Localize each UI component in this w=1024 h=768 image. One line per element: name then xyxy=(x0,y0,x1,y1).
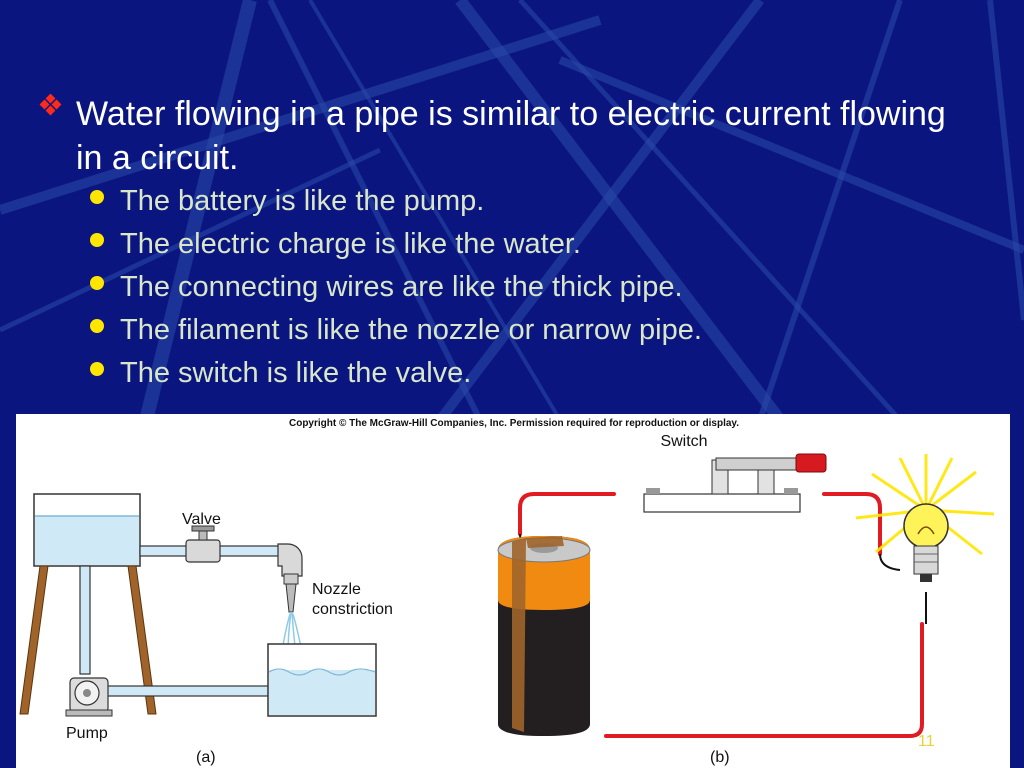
elbow-fitting-icon xyxy=(277,543,303,613)
water-basin xyxy=(267,643,377,717)
sub-bullet-text: The electric charge is like the water. xyxy=(120,228,581,260)
wire xyxy=(518,492,924,738)
sub-bullet-text: The connecting wires are like the thick … xyxy=(120,271,683,303)
water-tank xyxy=(19,493,157,715)
sub-bullet-item: The switch is like the valve. xyxy=(86,352,702,395)
valve-label: Valve xyxy=(182,511,221,528)
copyright-notice: Copyright © The McGraw-Hill Companies, I… xyxy=(289,418,739,429)
switch-label: Switch xyxy=(660,433,707,450)
nozzle-label-line2: constriction xyxy=(312,601,393,618)
bullet-dot-icon xyxy=(90,362,104,376)
sub-bullet-item: The filament is like the nozzle or narro… xyxy=(86,309,702,352)
panel-a-label: (a) xyxy=(196,749,216,766)
sub-bullet-text: The filament is like the nozzle or narro… xyxy=(120,314,702,346)
sub-bullet-item: The electric charge is like the water. xyxy=(86,223,702,266)
bullet-dot-icon xyxy=(90,190,104,204)
pump-label: Pump xyxy=(66,725,108,742)
pipe xyxy=(79,545,297,697)
analogy-figure: Copyright © The McGraw-Hill Companies, I… xyxy=(16,414,1010,768)
page-number: 11 xyxy=(918,733,935,750)
sub-bullet-list: The battery is like the pump. The electr… xyxy=(86,180,702,395)
bullet-dot-icon xyxy=(90,319,104,333)
sub-bullet-text: The battery is like the pump. xyxy=(120,185,485,217)
diamond-bullet-icon xyxy=(39,94,62,116)
nozzle-label: Nozzle xyxy=(312,581,361,598)
sub-bullet-item: The battery is like the pump. xyxy=(86,180,702,223)
sub-bullet-item: The connecting wires are like the thick … xyxy=(86,266,702,309)
valve-icon xyxy=(185,525,221,563)
main-bullet: Water flowing in a pipe is similar to el… xyxy=(38,92,978,180)
pump-icon xyxy=(65,677,113,717)
bullet-dot-icon xyxy=(90,276,104,290)
bullet-dot-icon xyxy=(90,233,104,247)
main-bullet-text: Water flowing in a pipe is similar to el… xyxy=(76,95,946,177)
battery-icon xyxy=(497,536,591,736)
panel-b-label: (b) xyxy=(710,749,730,766)
switch-icon xyxy=(643,453,827,513)
sub-bullet-text: The switch is like the valve. xyxy=(120,357,472,389)
light-bulb-icon xyxy=(855,454,995,582)
